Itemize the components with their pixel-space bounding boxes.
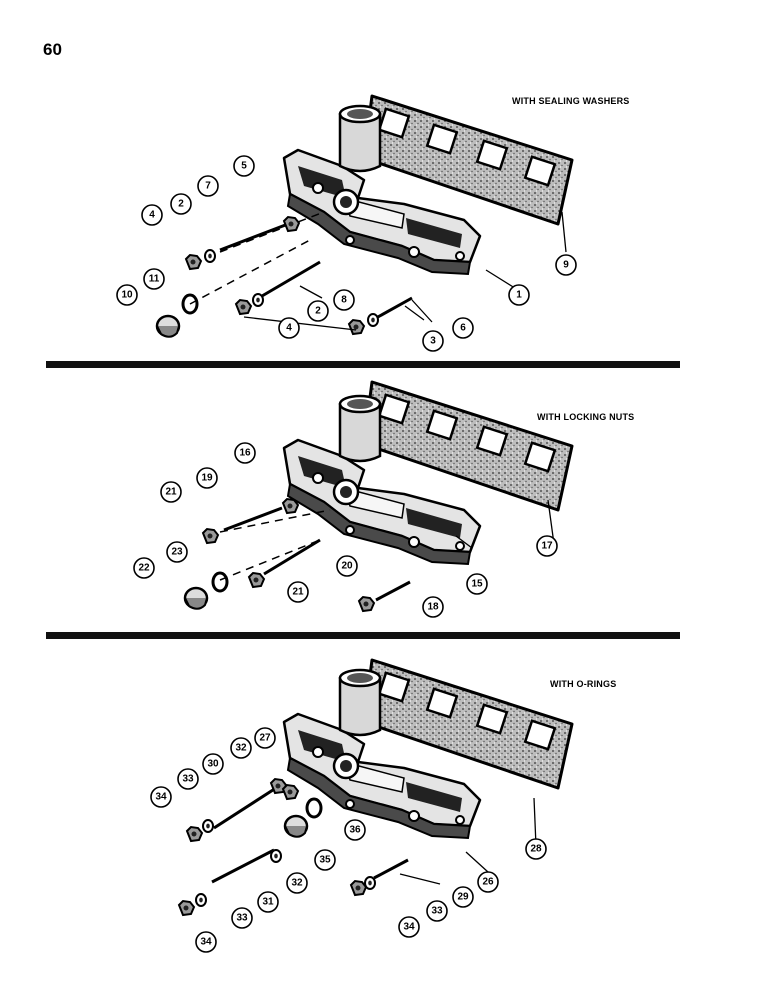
callout-32: 32 [286,872,308,894]
callout-5: 5 [233,155,255,177]
callout-34: 34 [398,916,420,938]
callout-34: 34 [195,931,217,953]
callout-2: 2 [170,193,192,215]
section-label-o-rings: WITH O-RINGS [550,679,617,689]
section-divider [46,361,680,368]
callout-6: 6 [452,317,474,339]
svg-text:28: 28 [530,844,542,855]
callout-20: 20 [336,555,358,577]
assembly-locking-nuts [183,380,574,612]
svg-text:26: 26 [482,877,494,888]
callout-26: 26 [477,871,499,893]
callout-30: 30 [202,753,224,775]
assembly-sealing-washers [155,94,574,339]
callout-1: 1 [508,284,530,306]
callout-23: 23 [166,541,188,563]
svg-text:32: 32 [235,743,247,754]
callout-33: 33 [231,907,253,929]
callout-22: 22 [133,557,155,579]
svg-text:32: 32 [291,878,303,889]
callout-8: 8 [333,289,355,311]
svg-text:8: 8 [341,295,347,306]
callout-17: 17 [536,535,558,557]
svg-text:27: 27 [259,733,271,744]
svg-text:29: 29 [457,892,469,903]
svg-text:35: 35 [319,855,331,866]
section-divider [46,632,680,639]
svg-text:22: 22 [138,563,150,574]
svg-text:2: 2 [178,199,184,210]
svg-text:21: 21 [165,487,177,498]
svg-text:21: 21 [292,587,304,598]
callout-2: 2 [307,300,329,322]
svg-text:16: 16 [239,448,251,459]
callout-27: 27 [254,727,276,749]
callout-35: 35 [314,849,336,871]
callout-21: 21 [287,581,309,603]
callout-33: 33 [177,768,199,790]
callout-29: 29 [452,886,474,908]
svg-text:17: 17 [541,541,553,552]
callout-layer: 1 2 2 3 4 4 5 6 7 8 9 10 11 15 16 17 18 … [116,155,577,953]
callout-7: 7 [197,175,219,197]
callout-3: 3 [422,330,444,352]
section-label-locking-nuts: WITH LOCKING NUTS [537,412,635,422]
svg-text:4: 4 [286,323,292,334]
section-label-sealing-washers: WITH SEALING WASHERS [512,96,630,106]
callout-15: 15 [466,573,488,595]
callout-4: 4 [278,317,300,339]
svg-text:31: 31 [262,897,274,908]
callout-4: 4 [141,204,163,226]
callout-34: 34 [150,786,172,808]
svg-text:15: 15 [471,579,483,590]
svg-text:7: 7 [205,181,211,192]
svg-text:5: 5 [241,161,247,172]
svg-text:33: 33 [182,774,194,785]
svg-text:4: 4 [149,210,155,221]
svg-text:34: 34 [155,792,167,803]
svg-text:20: 20 [341,561,353,572]
callout-31: 31 [257,891,279,913]
callout-11: 11 [143,268,165,290]
svg-text:33: 33 [236,913,248,924]
svg-text:33: 33 [431,906,443,917]
callout-33: 33 [426,900,448,922]
svg-text:23: 23 [171,547,183,558]
svg-text:30: 30 [207,759,219,770]
callout-21: 21 [160,481,182,503]
assembly-o-rings [178,658,574,916]
svg-text:18: 18 [427,602,439,613]
page-number: 60 [43,40,62,59]
svg-text:3: 3 [430,336,436,347]
svg-text:2: 2 [315,306,321,317]
callout-28: 28 [525,838,547,860]
svg-text:6: 6 [460,323,466,334]
manifold-gasket [362,380,574,512]
svg-text:11: 11 [149,274,160,285]
callout-9: 9 [555,254,577,276]
svg-text:34: 34 [200,937,212,948]
svg-text:19: 19 [201,473,213,484]
svg-text:10: 10 [121,290,133,301]
callout-16: 16 [234,442,256,464]
svg-text:1: 1 [516,290,522,301]
svg-text:34: 34 [403,922,415,933]
svg-text:36: 36 [349,825,361,836]
callout-19: 19 [196,467,218,489]
callout-18: 18 [422,596,444,618]
svg-text:9: 9 [563,260,569,271]
callout-10: 10 [116,284,138,306]
callout-32: 32 [230,737,252,759]
callout-36: 36 [344,819,366,841]
